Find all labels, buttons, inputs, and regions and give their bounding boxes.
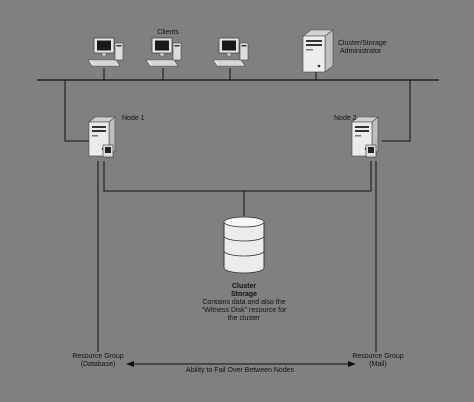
storage-description: Contains data and also the "Witness Disk… xyxy=(194,299,294,323)
node1-storage-link xyxy=(103,161,372,192)
client-computer-icon xyxy=(212,37,249,67)
resource-group-right: Resource Group (Mail) xyxy=(348,353,408,369)
failover-arrowhead-left xyxy=(126,361,134,367)
storage-desc-line3: the cluster xyxy=(227,315,261,322)
resource-group-left: Resource Group (Database) xyxy=(68,353,128,369)
storage-desc-line2: "Witness Disk" resource for xyxy=(201,307,287,314)
storage-title-line2: Storage xyxy=(230,291,258,298)
rg-left-line2: (Database) xyxy=(80,361,116,368)
server-icon xyxy=(88,116,116,158)
rg-right-line2: (Mail) xyxy=(369,361,387,368)
storage-desc-line1: Contains data and also the xyxy=(202,299,286,306)
failover-arrowhead-right xyxy=(348,361,356,367)
rg-left-line1: Resource Group xyxy=(72,353,124,360)
admin-label: Cluster/Storage Administrator xyxy=(338,40,387,56)
storage-title: Cluster Storage xyxy=(224,283,264,299)
admin-label-line1: Cluster/Storage xyxy=(338,40,387,47)
node1-network-link xyxy=(64,80,89,142)
client-computer-icon xyxy=(145,37,182,67)
server-icon xyxy=(351,116,379,158)
admin-label-line2: Administrator xyxy=(340,48,382,55)
clients-label: Clients xyxy=(157,29,179,36)
node1-label: Node 1 xyxy=(122,115,145,122)
storage-title-line1: Cluster xyxy=(231,283,257,290)
node2-network-link xyxy=(382,80,411,142)
failover-label: Ability to Fail Over Between Nodes xyxy=(185,367,295,374)
rg-right-line1: Resource Group xyxy=(352,353,404,360)
database-icon xyxy=(223,216,265,274)
server-icon xyxy=(302,29,334,73)
client-computer-icon xyxy=(87,37,124,67)
node2-label: Node 2 xyxy=(334,115,357,122)
